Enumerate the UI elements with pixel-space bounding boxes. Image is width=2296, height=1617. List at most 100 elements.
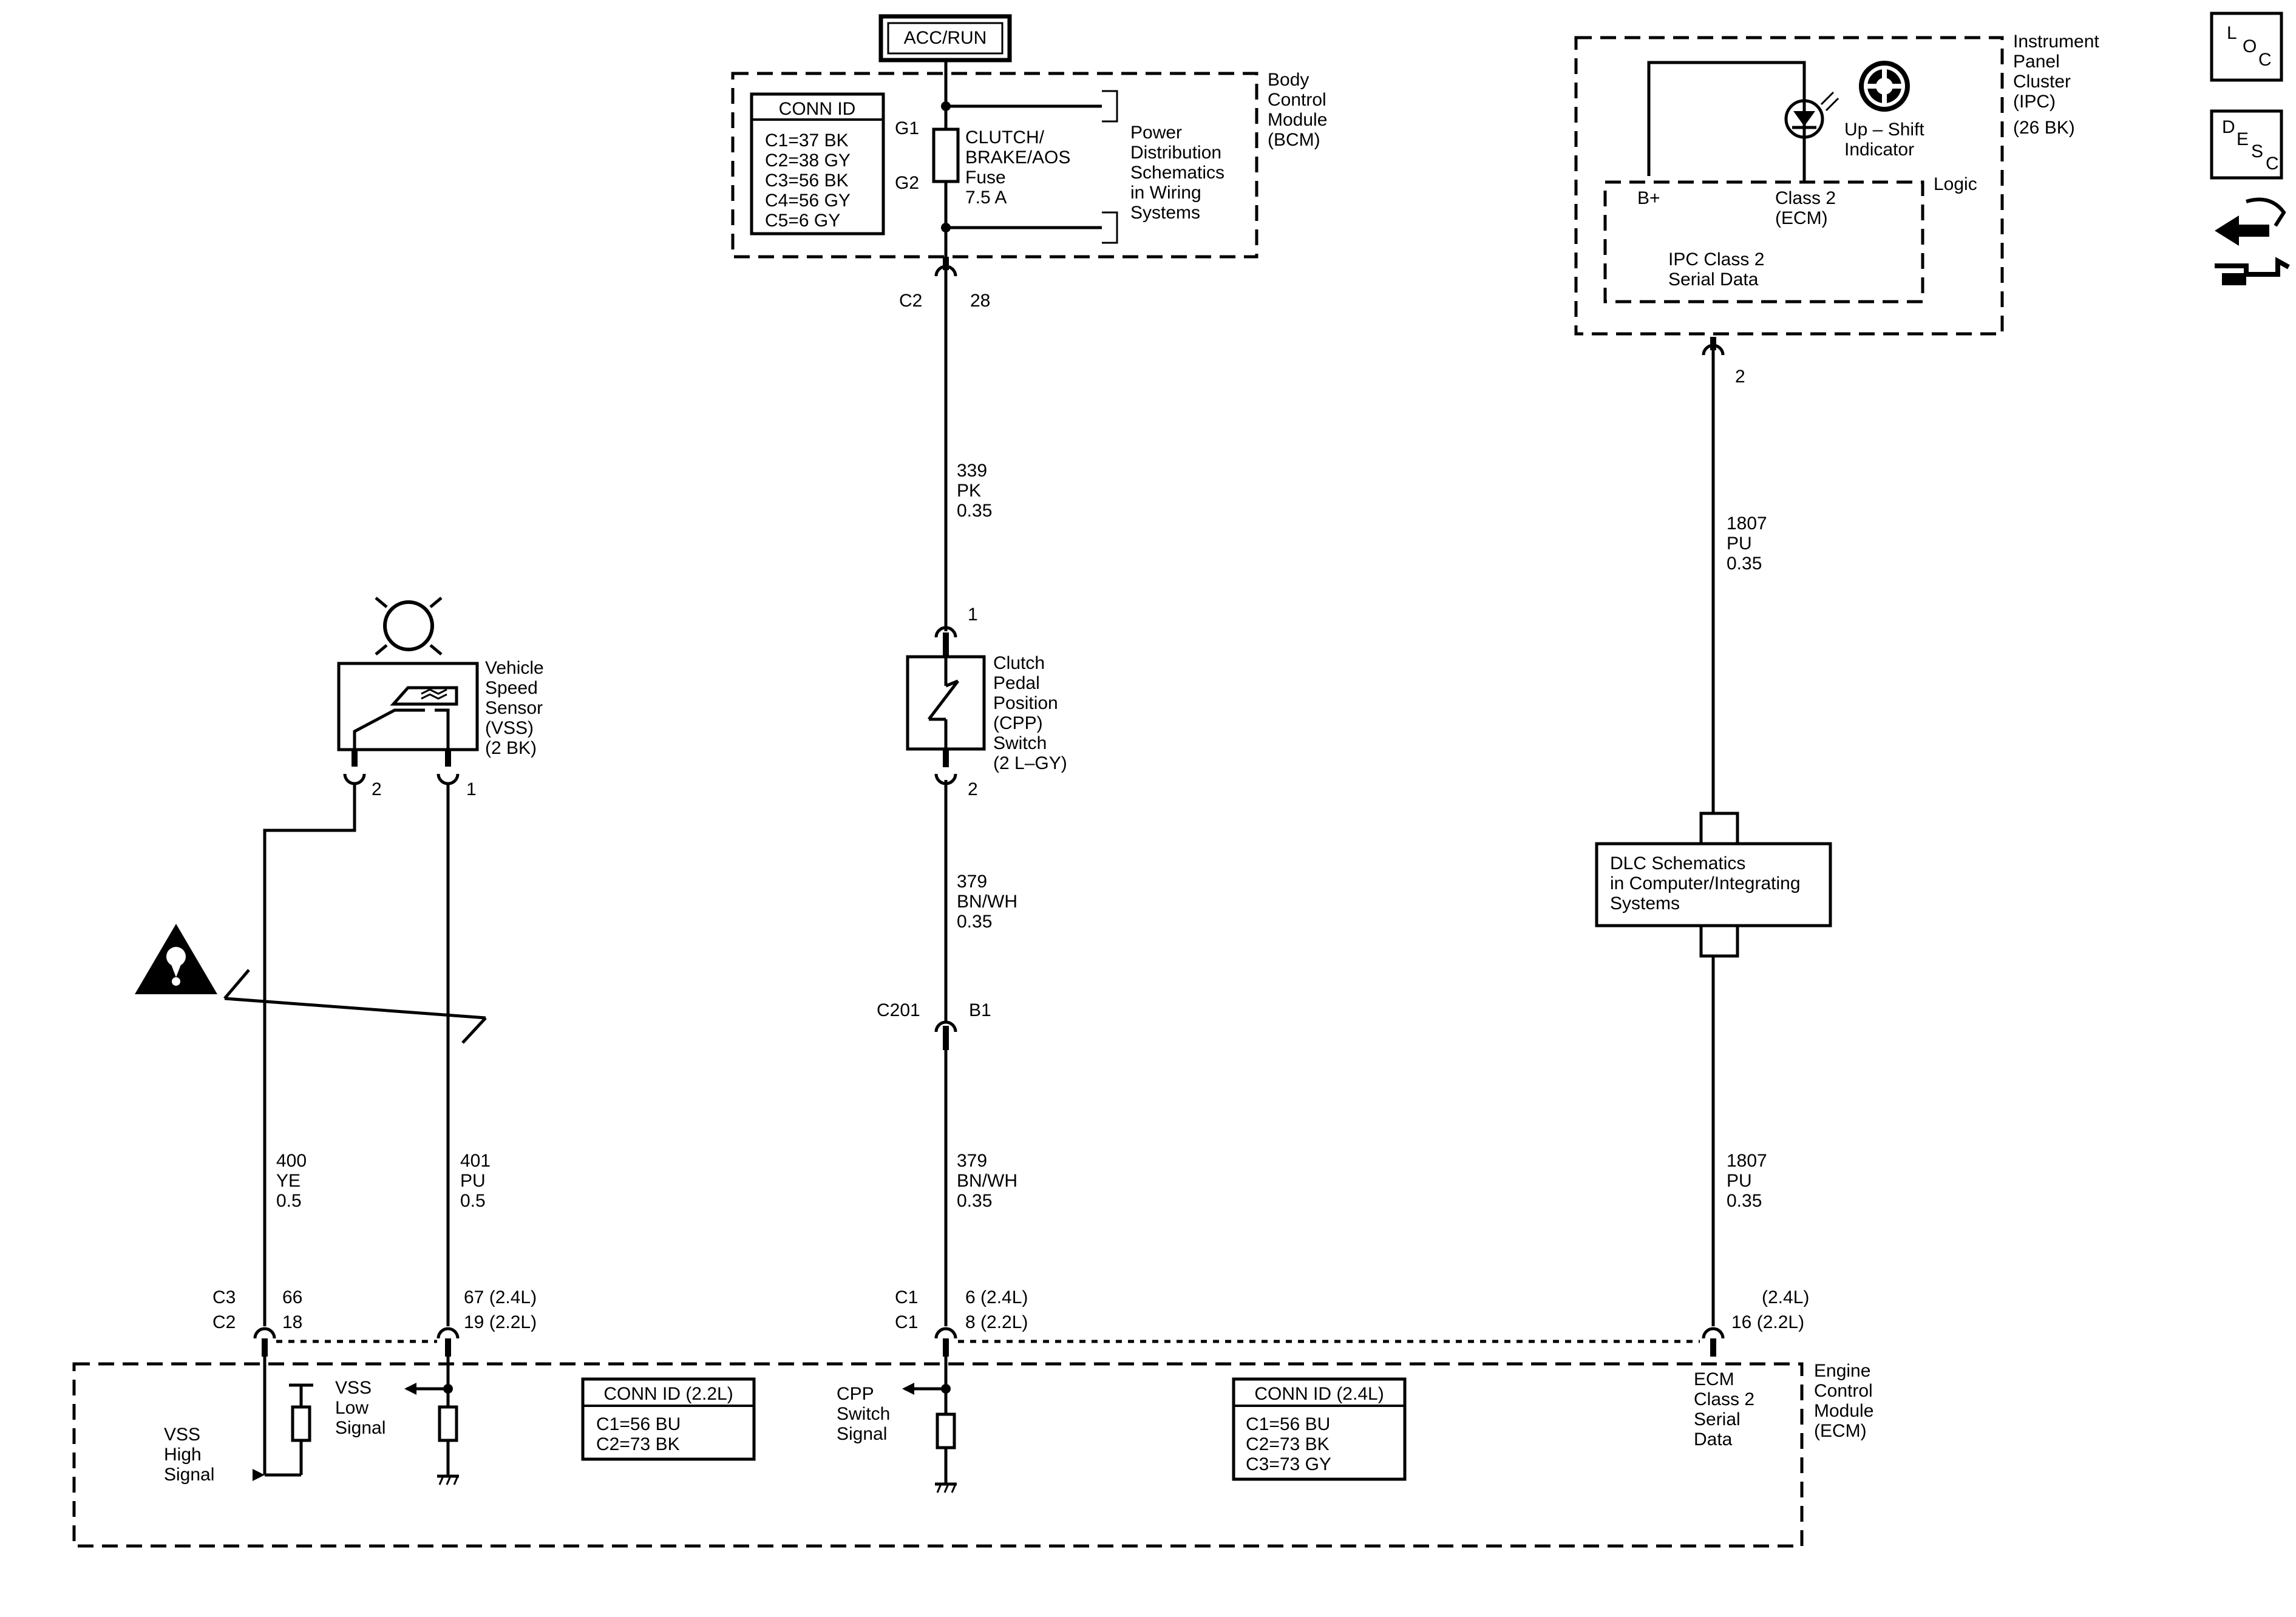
- vss-low-signal-label: VSS Low Signal: [335, 1378, 385, 1438]
- svg-text:Engine: Engine: [1814, 1361, 1870, 1381]
- svg-text:(ECM): (ECM): [1814, 1421, 1867, 1441]
- ground-symbol-vss: [437, 1474, 459, 1485]
- svg-text:6 (2.4L): 6 (2.4L): [965, 1287, 1028, 1307]
- svg-text:B1: B1: [969, 1000, 991, 1020]
- diagnostic-procedure-icon[interactable]: [2215, 197, 2290, 285]
- svg-text:PU: PU: [460, 1171, 486, 1191]
- svg-text:C201: C201: [877, 1000, 920, 1020]
- svg-text:C1=56 BU: C1=56 BU: [1246, 1414, 1330, 1434]
- svg-text:67 (2.4L): 67 (2.4L): [464, 1287, 537, 1307]
- vss-pin-left: 2: [372, 779, 382, 799]
- logic-label: Logic: [1934, 174, 1977, 194]
- svg-text:1807: 1807: [1727, 514, 1767, 534]
- svg-text:Clutch: Clutch: [993, 653, 1045, 673]
- svg-text:Vehicle: Vehicle: [485, 658, 544, 678]
- svg-text:Distribution: Distribution: [1130, 143, 1221, 163]
- vss-low-arrow: [404, 1383, 416, 1395]
- svg-text:Signal: Signal: [335, 1418, 385, 1438]
- bcm-out-pin: 28: [970, 291, 990, 311]
- svg-text:19 (2.2L): 19 (2.2L): [464, 1312, 537, 1332]
- acc-run-label: ACC/RUN: [878, 14, 1012, 63]
- location-view-button[interactable]: L O C: [2210, 12, 2283, 82]
- wire-379-upper-label: 379 BN/WH 0.35: [957, 872, 1017, 932]
- svg-text:(VSS): (VSS): [485, 718, 534, 738]
- bcm-out-conn: C2: [899, 291, 922, 311]
- svg-text:CONN ID (2.4L): CONN ID (2.4L): [1254, 1384, 1384, 1404]
- vehicle-speed-sensor: Vehicle Speed Sensor (VSS) (2 BK) 2 1: [337, 597, 544, 799]
- engine-control-module: Engine Control Module (ECM) VSS High Sig…: [72, 1357, 1873, 1548]
- svg-text:0.35: 0.35: [1727, 554, 1762, 574]
- svg-text:D: D: [2222, 117, 2235, 137]
- svg-text:(2.4L): (2.4L): [1762, 1287, 1809, 1307]
- bcm-pin-g2: G2: [895, 173, 919, 193]
- svg-text:YE: YE: [276, 1171, 301, 1191]
- svg-text:CONN ID (2.2L): CONN ID (2.2L): [603, 1384, 733, 1404]
- power-bracket-bottom: [1102, 211, 1118, 244]
- wire-400-label: 400 YE 0.5: [276, 1151, 307, 1211]
- svg-text:CPP: CPP: [837, 1384, 874, 1404]
- svg-text:0.5: 0.5: [276, 1191, 302, 1211]
- lamp-icon: [375, 597, 443, 656]
- svg-text:PU: PU: [1727, 1171, 1752, 1191]
- svg-text:Schematics: Schematics: [1130, 163, 1224, 183]
- svg-text:Speed: Speed: [485, 678, 538, 698]
- svg-text:C1=56 BU: C1=56 BU: [596, 1414, 681, 1434]
- bcm-name: Body Control Module (BCM): [1268, 70, 1327, 150]
- svg-text:(2 BK): (2 BK): [485, 738, 537, 758]
- svg-text:Cluster: Cluster: [2013, 72, 2071, 92]
- svg-text:0.35: 0.35: [957, 501, 992, 521]
- upshift-led-icon: [1784, 91, 1839, 182]
- svg-text:C2=73 BK: C2=73 BK: [596, 1434, 680, 1454]
- power-distribution-ref: Power Distribution Schematics in Wiring …: [1130, 123, 1224, 223]
- svg-text:Power: Power: [1130, 123, 1182, 143]
- svg-text:Body: Body: [1268, 70, 1309, 90]
- ecm-conn-id-24l-table: CONN ID (2.4L) C1=56 BU C2=73 BK C3=73 G…: [1232, 1377, 1407, 1481]
- instrument-panel-cluster: Instrument Panel Cluster (IPC) (26 BK) U…: [1574, 32, 2099, 336]
- svg-text:Data: Data: [1694, 1429, 1733, 1449]
- clutch-pedal-position-switch: 1 2 Clutch Pedal Position (CPP) Switch (…: [906, 605, 1067, 799]
- svg-text:(CPP): (CPP): [993, 713, 1043, 733]
- wire-1807-lower-label: 1807 PU 0.35: [1727, 1151, 1767, 1211]
- cpp-signal-arrow: [902, 1383, 914, 1395]
- wire-400: [263, 784, 356, 1326]
- ecm-serial-data-label: ECM Class 2 Serial Data: [1694, 1369, 1754, 1449]
- svg-text:C5=6 GY: C5=6 GY: [765, 211, 840, 231]
- cpp-switch-signal-label: CPP Switch Signal: [837, 1384, 890, 1444]
- body-control-module: Body Control Module (BCM) CONN ID C1=37 …: [731, 70, 1327, 259]
- svg-text:(26 BK): (26 BK): [2013, 118, 2075, 138]
- dlc-bottom-bracket: [1699, 926, 1739, 958]
- svg-text:0.35: 0.35: [957, 1191, 992, 1211]
- svg-text:PU: PU: [1727, 534, 1752, 554]
- acc-run-text: ACC/RUN: [904, 28, 987, 48]
- svg-text:Control: Control: [1814, 1381, 1873, 1401]
- vss-high-signal-label: VSS High Signal: [164, 1425, 214, 1485]
- svg-text:66: 66: [282, 1287, 302, 1307]
- svg-text:C2=73 BK: C2=73 BK: [1246, 1434, 1330, 1454]
- svg-text:C3=73 GY: C3=73 GY: [1246, 1454, 1331, 1474]
- svg-text:1807: 1807: [1727, 1151, 1767, 1171]
- vss-high-arrow: [253, 1469, 265, 1481]
- svg-text:379: 379: [957, 872, 987, 892]
- svg-text:C2: C2: [212, 1312, 236, 1332]
- svg-text:16 (2.2L): 16 (2.2L): [1731, 1312, 1804, 1332]
- vss-name: Vehicle Speed Sensor (VSS) (2 BK): [485, 658, 544, 758]
- bcm-conn-id-table: CONN ID C1=37 BK C2=38 GY C3=56 BK C4=56…: [750, 92, 885, 236]
- cpp-pin-top: 1: [968, 605, 978, 625]
- svg-text:Control: Control: [1268, 90, 1326, 110]
- svg-text:0.5: 0.5: [460, 1191, 486, 1211]
- svg-text:VSS: VSS: [164, 1425, 200, 1445]
- description-view-button[interactable]: D E S C: [2210, 109, 2283, 180]
- svg-text:0.35: 0.35: [957, 912, 992, 932]
- dlc-top-bracket: [1699, 812, 1739, 844]
- wire-1807-upper-label: 1807 PU 0.35: [1727, 514, 1767, 574]
- bcm-pin-g1: G1: [895, 118, 919, 138]
- svg-text:Class 2: Class 2: [1775, 188, 1836, 208]
- sensor-element-icon: [390, 686, 458, 706]
- vss-pin-right: 1: [466, 779, 477, 799]
- svg-text:C1: C1: [895, 1287, 918, 1307]
- svg-text:Serial: Serial: [1694, 1409, 1741, 1429]
- svg-text:BN/WH: BN/WH: [957, 1171, 1017, 1191]
- c201-connector: C201 B1: [877, 1000, 991, 1050]
- svg-text:CONN ID: CONN ID: [779, 99, 856, 119]
